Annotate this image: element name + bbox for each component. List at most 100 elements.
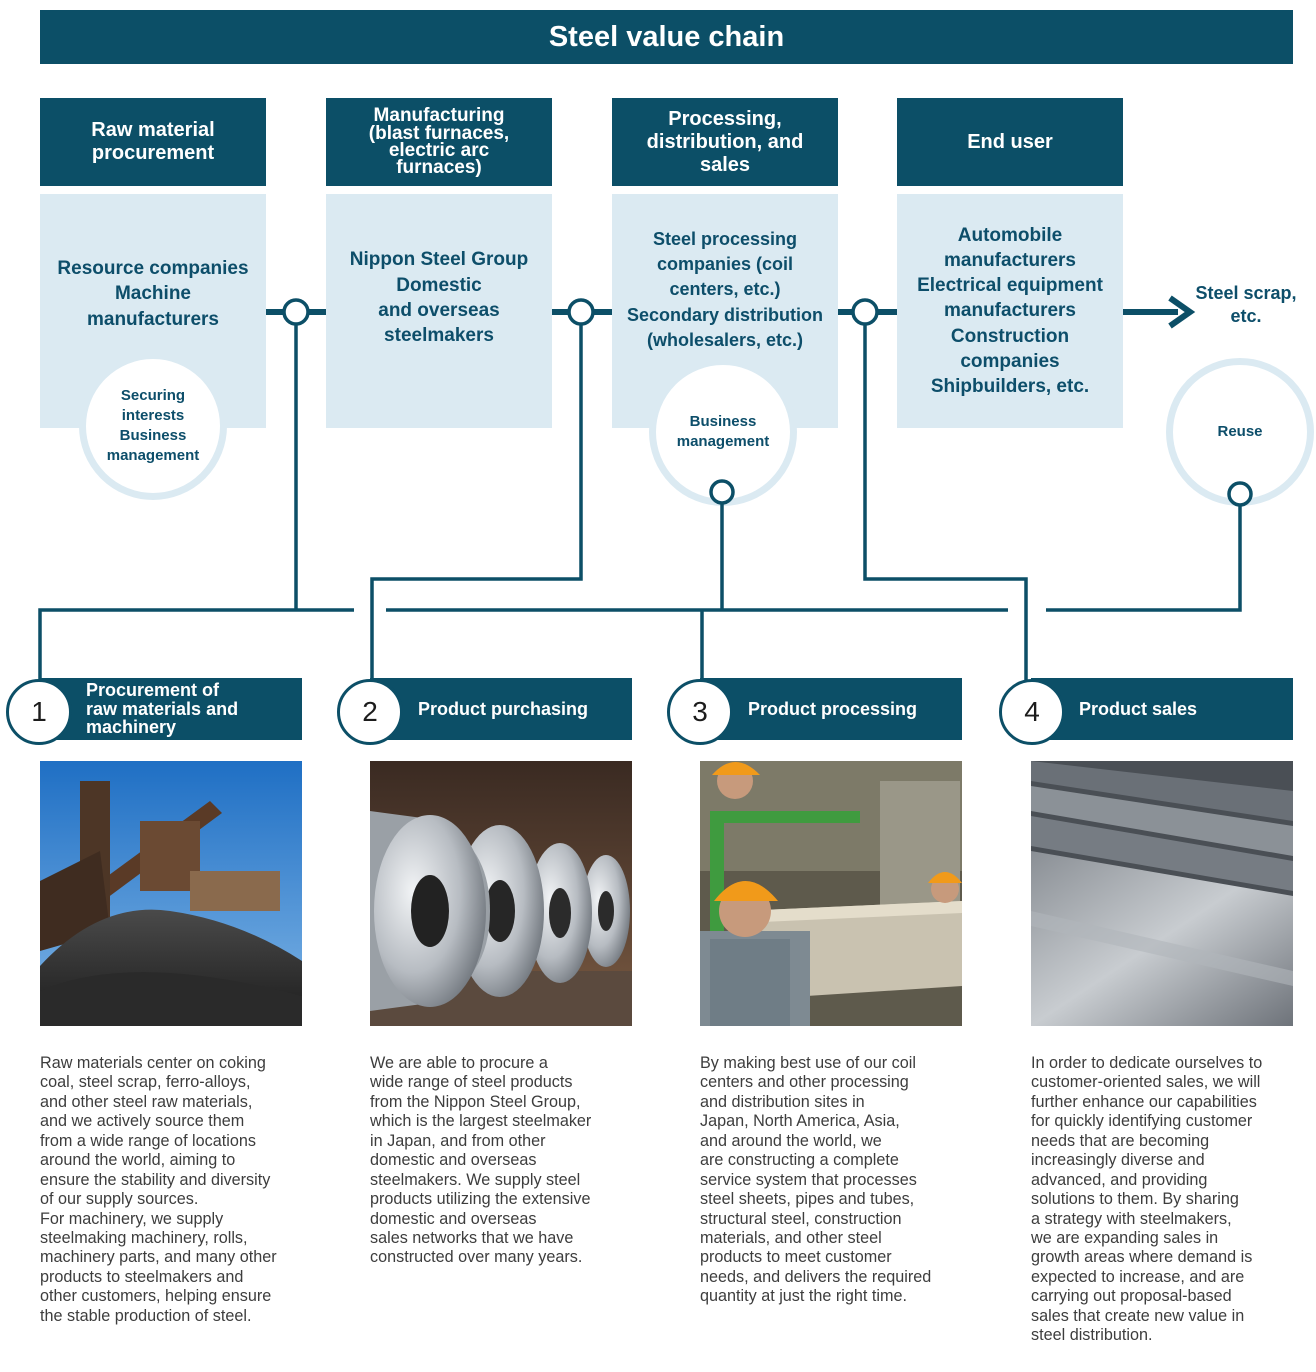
arrow-head-icon <box>1168 295 1196 329</box>
process-number-2: 2 <box>337 679 403 745</box>
process-description-2: We are able to procure a wide range of s… <box>370 1054 642 1268</box>
process-number-1: 1 <box>6 679 72 745</box>
bubble-line: Business <box>119 427 187 444</box>
description-line: for quickly identifying customer <box>1031 1112 1253 1131</box>
coal-pile-conveyor-photo <box>40 761 302 1026</box>
bubble-line: Business <box>689 412 757 430</box>
stage-body-line: manufacturers <box>944 300 1076 322</box>
description-line: and distribution sites in <box>700 1092 865 1111</box>
stage-body-line: centers, etc.) <box>669 279 781 300</box>
steel-scrap-label-line: etc. <box>1230 306 1262 327</box>
steel-sheets-photo <box>1031 761 1293 1026</box>
stage-body-line: Electrical equipment <box>917 275 1103 297</box>
stage-body-line: Construction <box>950 325 1070 347</box>
description-line: and other steel raw materials, <box>40 1092 253 1111</box>
description-line: the stable production of steel. <box>40 1306 252 1325</box>
steel-scrap-label-line: Steel scrap, <box>1195 283 1297 303</box>
description-line: from a wide range of locations <box>40 1131 256 1150</box>
bubble-line: management <box>676 433 770 450</box>
steel-coils-photo <box>370 761 632 1026</box>
bubble-line: Reuse <box>1217 422 1263 440</box>
stage-body-line: Secondary distribution <box>626 304 824 325</box>
description-line: machinery parts, and many other <box>40 1248 277 1267</box>
stage-header-line: procurement <box>91 142 215 164</box>
node-circle-icon <box>709 479 735 505</box>
stage-header-line: Processing, <box>668 107 782 130</box>
steel-scrap-label: Steel scrap, etc. <box>1180 282 1312 329</box>
stage-header-line: electric arc <box>388 140 490 161</box>
reuse-line <box>1046 506 1242 612</box>
description-line: and we actively source them <box>40 1112 245 1131</box>
description-line: from the Nippon Steel Group, <box>370 1092 581 1111</box>
collector-segment-1 <box>38 608 354 680</box>
drop-line-4 <box>863 324 1028 680</box>
description-line: wide range of steel products <box>370 1073 573 1092</box>
description-line: which is the largest steelmaker <box>370 1112 592 1131</box>
description-line: further enhance our capabilities <box>1031 1092 1257 1111</box>
description-line: of our supply sources. <box>40 1190 199 1209</box>
description-line: expected to increase, and are <box>1031 1267 1245 1286</box>
process-title-line: Product sales <box>1079 698 1198 719</box>
stage-body-line: Resource companies <box>57 258 249 280</box>
node-circle-icon <box>1227 481 1253 507</box>
stage-body-line: manufacturers <box>944 249 1076 271</box>
description-line: needs that are becoming <box>1031 1131 1210 1150</box>
stage-body-line: companies <box>960 350 1060 372</box>
page-title: Steel value chain <box>40 10 1293 64</box>
description-line: in Japan, and from other <box>370 1131 546 1150</box>
stage-body-line: manufacturers <box>86 308 219 330</box>
stage-body-line: (wholesalers, etc.) <box>646 329 804 350</box>
stage-header-line: Manufacturing <box>373 105 505 127</box>
stage-box-end-user: Automobile manufacturers Electrical equi… <box>897 194 1123 428</box>
process-description-4: In order to dedicate ourselves to custom… <box>1031 1054 1311 1346</box>
description-line: increasingly diverse and <box>1031 1151 1205 1170</box>
node-circle-icon <box>567 298 595 326</box>
process-bar-2: Product purchasing <box>370 678 632 740</box>
drop-line-2 <box>370 324 583 680</box>
description-line: a strategy with steelmakers, <box>1031 1209 1232 1228</box>
description-line: other customers, helping ensure <box>40 1287 272 1306</box>
process-bar-4: Product sales <box>1031 678 1293 740</box>
description-line: ensure the stability and diversity <box>40 1170 271 1189</box>
process-number-3: 3 <box>667 679 733 745</box>
stage-header-line: distribution, and <box>646 130 804 153</box>
description-line: needs, and delivers the required <box>700 1267 932 1286</box>
description-line: Japan, North America, Asia, <box>700 1112 900 1131</box>
description-line: growth areas where demand is <box>1031 1248 1253 1267</box>
description-line: carrying out proposal-based <box>1031 1287 1232 1306</box>
description-line: quantity at just the right time. <box>700 1287 907 1306</box>
node-circle-icon <box>282 298 310 326</box>
description-line: centers and other processing <box>700 1073 909 1092</box>
description-line: sales that create new value in <box>1031 1306 1245 1325</box>
workers-processing-steel-photo <box>700 761 962 1026</box>
bubble-line: interests <box>121 406 185 424</box>
process-title-line: Product purchasing <box>418 698 589 719</box>
process-number-4: 4 <box>999 679 1065 745</box>
stage-body-line: Automobile <box>957 224 1063 246</box>
process-description-1: Raw materials center on coking coal, ste… <box>40 1054 312 1326</box>
description-line: domestic and overseas <box>370 1151 537 1170</box>
stage-box-raw-material: Resource companies Machine manufacturers <box>40 194 266 428</box>
stage-header-line: Raw material <box>91 119 215 141</box>
stage-header-line: sales <box>699 153 751 176</box>
description-line: sales networks that we have <box>370 1228 574 1247</box>
process-title-line: machinery <box>86 717 177 738</box>
description-line: are constructing a complete <box>700 1151 899 1170</box>
description-line: steelmaking machinery, rolls, <box>40 1228 248 1247</box>
description-line: around the world, aiming to <box>40 1151 236 1170</box>
description-line: products to steelmakers and <box>40 1267 244 1286</box>
process-title-line: Product processing <box>748 698 918 719</box>
stage-header-end-user: End user <box>897 98 1123 186</box>
process-title-line: Procurement of <box>86 679 220 700</box>
description-line: advanced, and providing <box>1031 1170 1208 1189</box>
stage-body-line: Shipbuilders, etc. <box>930 376 1090 398</box>
stage-body-line: Steel processing <box>652 229 798 250</box>
description-line: steelmakers. We supply steel <box>370 1170 581 1189</box>
process-bar-3: Product processing <box>700 678 962 740</box>
bubble-line: management <box>106 447 200 465</box>
description-line: steel sheets, pipes and tubes, <box>700 1190 915 1209</box>
process-title-line: raw materials and <box>86 698 239 719</box>
stage-header-line: furnaces) <box>396 157 482 179</box>
description-line: we are expanding sales in <box>1031 1228 1219 1247</box>
stage-header-line: End user <box>967 130 1053 153</box>
